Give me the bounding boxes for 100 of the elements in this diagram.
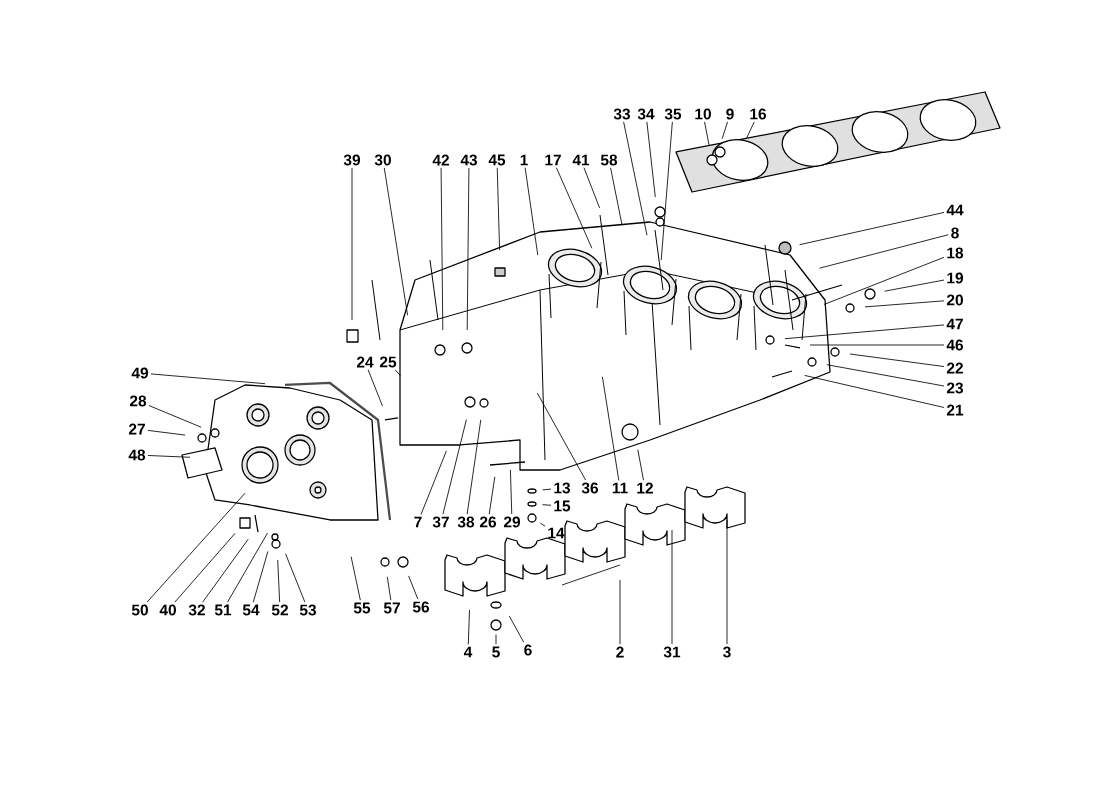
leader-line bbox=[252, 550, 269, 603]
callout-number: 5 bbox=[492, 646, 500, 658]
leader-line bbox=[799, 212, 945, 246]
leader-line bbox=[561, 564, 621, 645]
leader-line bbox=[637, 449, 644, 481]
leader-line bbox=[148, 405, 202, 428]
callout-number: 31 bbox=[663, 646, 681, 658]
callout-number: 11 bbox=[612, 482, 628, 494]
callout-number: 56 bbox=[412, 601, 430, 613]
callout-number: 3 bbox=[723, 646, 731, 658]
leader-line bbox=[556, 167, 593, 249]
leader-line bbox=[383, 167, 409, 316]
callout-number: 36 bbox=[581, 482, 599, 494]
callout-number: 58 bbox=[600, 154, 618, 166]
callout-number: 16 bbox=[750, 108, 767, 120]
leader-line bbox=[174, 532, 236, 603]
leader-line bbox=[784, 324, 945, 340]
callout-number: 15 bbox=[554, 500, 571, 512]
leader-line bbox=[496, 167, 501, 251]
callout-number: 17 bbox=[545, 154, 561, 166]
callout-number: 53 bbox=[299, 604, 317, 616]
leader-line bbox=[864, 300, 945, 308]
callout-number: 37 bbox=[432, 516, 449, 528]
leader-line bbox=[823, 256, 945, 305]
leader-line bbox=[542, 504, 552, 506]
callout-number: 10 bbox=[695, 108, 711, 120]
leader-line bbox=[386, 576, 392, 601]
leader-line bbox=[809, 344, 945, 346]
callout-number: 55 bbox=[353, 602, 371, 614]
callout-number: 42 bbox=[432, 154, 449, 166]
callout-number: 18 bbox=[947, 247, 964, 259]
leader-line bbox=[623, 121, 648, 236]
callout-number: 38 bbox=[457, 516, 475, 528]
leader-line bbox=[350, 556, 361, 601]
leader-line bbox=[610, 167, 623, 226]
leader-line bbox=[442, 419, 467, 515]
leader-line bbox=[826, 364, 945, 387]
callout-number: 57 bbox=[383, 602, 400, 614]
callout-number: 48 bbox=[128, 449, 146, 461]
leader-line bbox=[508, 615, 525, 643]
leader-line bbox=[466, 167, 470, 331]
leader-line bbox=[646, 121, 656, 198]
callout-number: 24 bbox=[356, 356, 374, 368]
callout-number: 2 bbox=[616, 646, 624, 658]
leader-line bbox=[202, 538, 249, 603]
callout-number: 19 bbox=[947, 272, 964, 284]
leader-line bbox=[745, 121, 755, 140]
callout-number: 52 bbox=[271, 604, 288, 616]
callout-number: 41 bbox=[572, 154, 590, 166]
callout-number: 39 bbox=[343, 154, 361, 166]
leader-line bbox=[227, 532, 268, 603]
callout-number: 54 bbox=[242, 604, 260, 616]
leader-line bbox=[540, 522, 546, 527]
leader-line bbox=[147, 429, 186, 436]
leader-line bbox=[420, 450, 447, 515]
callout-number: 22 bbox=[946, 362, 963, 374]
leader-line bbox=[495, 634, 497, 645]
leader-line bbox=[467, 609, 470, 645]
callout-number: 7 bbox=[414, 516, 422, 528]
callout-number: 30 bbox=[374, 154, 391, 166]
callout-number: 47 bbox=[946, 318, 963, 330]
callout-number: 20 bbox=[946, 294, 963, 306]
callout-number: 21 bbox=[946, 404, 964, 416]
leader-line bbox=[542, 488, 552, 491]
leader-line bbox=[524, 167, 539, 256]
leader-line bbox=[150, 373, 266, 385]
callout-number: 32 bbox=[188, 604, 205, 616]
leader-line bbox=[367, 369, 383, 407]
leader-line bbox=[602, 376, 620, 481]
leader-line bbox=[819, 234, 949, 269]
callout-number: 29 bbox=[503, 516, 521, 528]
leader-line bbox=[704, 121, 710, 146]
callout-number: 46 bbox=[946, 339, 964, 351]
callout-number: 33 bbox=[613, 108, 631, 120]
leader-line bbox=[440, 167, 444, 331]
callout-number: 49 bbox=[131, 367, 149, 379]
leader-line bbox=[510, 469, 513, 515]
leader-line bbox=[849, 353, 945, 367]
callout-number: 44 bbox=[946, 204, 964, 216]
callout-number: 40 bbox=[159, 604, 176, 616]
leader-line bbox=[804, 374, 945, 408]
leader-line bbox=[466, 419, 482, 515]
leader-line bbox=[146, 492, 246, 603]
leader-line bbox=[721, 121, 728, 140]
callout-number: 13 bbox=[554, 482, 571, 494]
leader-line bbox=[671, 529, 673, 645]
callout-number: 4 bbox=[463, 646, 473, 658]
callout-number: 28 bbox=[129, 395, 147, 407]
callout-number: 1 bbox=[520, 154, 528, 166]
leader-line bbox=[147, 455, 191, 458]
callout-number: 27 bbox=[128, 423, 145, 435]
callout-number: 12 bbox=[637, 482, 653, 494]
callout-number: 8 bbox=[951, 227, 959, 239]
callout-number: 43 bbox=[460, 154, 478, 166]
callout-number: 35 bbox=[664, 108, 682, 120]
leader-line bbox=[488, 476, 496, 515]
leader-line bbox=[884, 279, 945, 292]
callout-number: 25 bbox=[379, 356, 397, 368]
callout-number: 23 bbox=[946, 382, 964, 394]
callout-number: 34 bbox=[637, 108, 655, 120]
